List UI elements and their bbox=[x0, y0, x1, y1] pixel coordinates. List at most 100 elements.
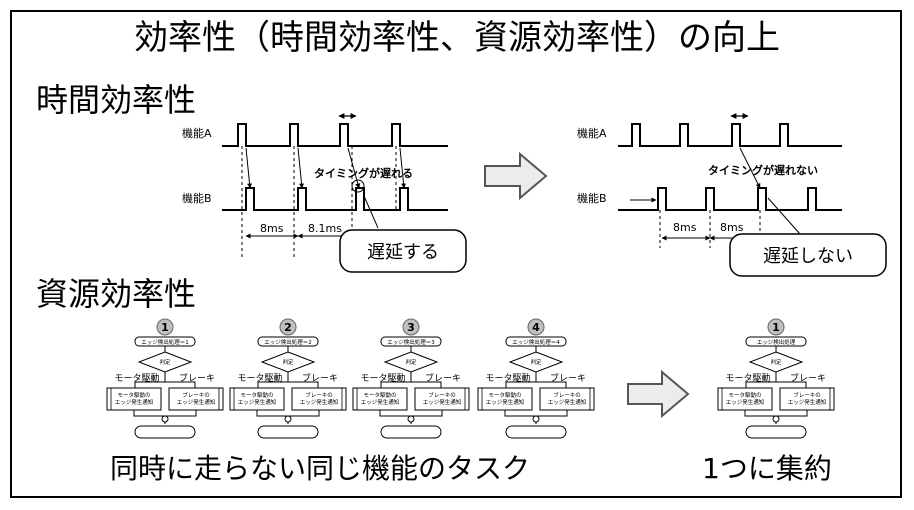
flow-process-right-label: ブレーキの bbox=[428, 391, 456, 399]
step-number-badge bbox=[279, 318, 297, 336]
flow-end-terminal bbox=[505, 425, 567, 439]
flowchart-group: 1エッジ検出処理＝1判定モータ駆動ブレーキモータ駆動のエッジ発生通知ブレーキのエ… bbox=[106, 318, 835, 439]
flow-process-right-label: エッジ発生通知 bbox=[300, 398, 339, 406]
flow-process-right-label: ブレーキの bbox=[793, 391, 821, 399]
flow-process-right-label: エッジ発生通知 bbox=[548, 398, 587, 406]
flow-start-label: エッジ検出処理＝2 bbox=[264, 338, 312, 346]
callout-pointer bbox=[363, 195, 379, 229]
flow-merge-node bbox=[407, 415, 415, 423]
flow-decision-label: 判定 bbox=[282, 358, 294, 366]
interval-label-1: 8ms bbox=[260, 222, 284, 235]
flow-start-label: エッジ検出処理 bbox=[757, 338, 796, 346]
flow-start-label: エッジ検出処理＝4 bbox=[512, 338, 560, 346]
flow-process-left bbox=[717, 387, 773, 411]
timing-diagram-before: 機能A 機能B タイミングが遅れる 8ms 8.1ms bbox=[182, 113, 467, 273]
flow-branch-right: ブレーキ bbox=[790, 372, 826, 384]
step-number: 3 bbox=[407, 321, 415, 334]
trigger-arrow-after bbox=[739, 147, 761, 189]
flowchart-merged: 1エッジ検出処理判定モータ駆動ブレーキモータ駆動のエッジ発生通知ブレーキのエッジ… bbox=[717, 318, 835, 439]
dashed-sync-lines bbox=[241, 146, 397, 258]
flowchart-task-4: 4エッジ検出処理＝4判定モータ駆動ブレーキモータ駆動のエッジ発生通知ブレーキのエ… bbox=[477, 318, 595, 439]
flowchart-task-3: 3エッジ検出処理＝3判定モータ駆動ブレーキモータ駆動のエッジ発生通知ブレーキのエ… bbox=[352, 318, 470, 439]
step-number-badge bbox=[156, 318, 174, 336]
waveform-b-after bbox=[618, 187, 842, 211]
timing-no-delay-note: タイミングが遅れない bbox=[708, 163, 818, 177]
interval-label-after-1: 8ms bbox=[673, 221, 697, 234]
flow-process-right-label: エッジ発生通知 bbox=[423, 398, 462, 406]
flow-merge-node bbox=[284, 415, 292, 423]
callout-text-no-delay: 遅延しない bbox=[763, 246, 853, 267]
flow-branch-lines bbox=[505, 372, 567, 388]
flow-process-right bbox=[168, 387, 224, 411]
flow-branch-right: ブレーキ bbox=[425, 372, 461, 384]
label-function-b-after: 機能B bbox=[577, 191, 607, 205]
flow-start-label: エッジ検出処理＝1 bbox=[141, 338, 189, 346]
flow-process-left-label: モータ駆動の bbox=[117, 391, 150, 399]
flow-process-left-label: モータ駆動の bbox=[363, 391, 396, 399]
flow-branch-lines bbox=[380, 372, 442, 388]
slide-title: 効率性（時間効率性、資源効率性）の向上 bbox=[134, 18, 780, 58]
callout-pointer-after bbox=[767, 197, 801, 235]
slide-frame bbox=[10, 10, 902, 498]
flow-branch-left: モータ駆動 bbox=[237, 373, 282, 384]
flow-decision-label: 判定 bbox=[405, 358, 417, 366]
timing-delay-note: タイミングが遅れる bbox=[314, 166, 413, 180]
flow-decision-label: 判定 bbox=[530, 358, 542, 366]
flow-process-right bbox=[414, 387, 470, 411]
flow-branch-right: ブレーキ bbox=[179, 372, 215, 384]
flow-branch-left: モータ駆動 bbox=[360, 373, 405, 384]
flow-process-right-label: ブレーキの bbox=[182, 391, 210, 399]
flow-merge-node bbox=[532, 415, 540, 423]
timing-diagram-after: 機能A 機能B タイミングが遅れない 8ms 8ms 遅延しない bbox=[577, 113, 887, 277]
flow-decision-label: 判定 bbox=[770, 358, 782, 366]
time-efficiency-heading: 時間効率性 bbox=[36, 81, 197, 119]
flow-branch-left: モータ駆動 bbox=[485, 373, 530, 384]
step-number-badge bbox=[402, 318, 420, 336]
flow-process-left-label: モータ駆動の bbox=[488, 391, 521, 399]
step-number-badge bbox=[527, 318, 545, 336]
flow-process-left bbox=[106, 387, 162, 411]
flow-process-right-label: エッジ発生通知 bbox=[177, 398, 216, 406]
step-number: 1 bbox=[161, 321, 169, 334]
flow-process-right bbox=[291, 387, 347, 411]
callout-text-delay: 遅延する bbox=[367, 242, 439, 263]
resource-efficiency-heading: 資源効率性 bbox=[36, 275, 197, 313]
flow-end-terminal bbox=[134, 425, 196, 439]
flow-process-left bbox=[229, 387, 285, 411]
flow-process-left bbox=[477, 387, 533, 411]
flow-process-left-label: エッジ発生通知 bbox=[115, 398, 154, 406]
flow-process-left-label: エッジ発生通知 bbox=[486, 398, 525, 406]
flow-end-terminal bbox=[380, 425, 442, 439]
interval-label-2: 8.1ms bbox=[308, 222, 342, 235]
flow-branch-lines bbox=[257, 372, 319, 388]
flow-process-right bbox=[779, 387, 835, 411]
flow-process-right-label: ブレーキの bbox=[305, 391, 333, 399]
flow-process-right bbox=[539, 387, 595, 411]
flow-end-terminal bbox=[257, 425, 319, 439]
flow-process-right-label: エッジ発生通知 bbox=[788, 398, 827, 406]
flow-branch-lines bbox=[745, 372, 807, 388]
callout-box-no-delay bbox=[729, 233, 887, 277]
waveform-a bbox=[222, 123, 448, 147]
flow-process-left-label: エッジ発生通知 bbox=[361, 398, 400, 406]
transition-arrow-resource bbox=[627, 369, 690, 419]
flow-branch-left: モータ駆動 bbox=[725, 373, 770, 384]
step-number-badge bbox=[767, 318, 785, 336]
flow-branch-right: ブレーキ bbox=[550, 372, 586, 384]
flow-decision-label: 判定 bbox=[159, 358, 171, 366]
after-caption: 1つに集約 bbox=[702, 452, 832, 485]
flow-branch-lines bbox=[134, 372, 196, 388]
step-number: 4 bbox=[532, 321, 540, 334]
flow-start-label: エッジ検出処理＝3 bbox=[387, 338, 435, 346]
waveform-b bbox=[222, 187, 448, 211]
flow-merge-node bbox=[772, 415, 780, 423]
delay-highlight-circle bbox=[351, 179, 365, 193]
step-number: 2 bbox=[284, 321, 292, 334]
flow-process-left bbox=[352, 387, 408, 411]
flow-process-left-label: モータ駆動の bbox=[240, 391, 273, 399]
flow-process-left-label: エッジ発生通知 bbox=[238, 398, 277, 406]
waveform-a-after bbox=[618, 123, 842, 147]
step-number: 1 bbox=[772, 321, 780, 334]
